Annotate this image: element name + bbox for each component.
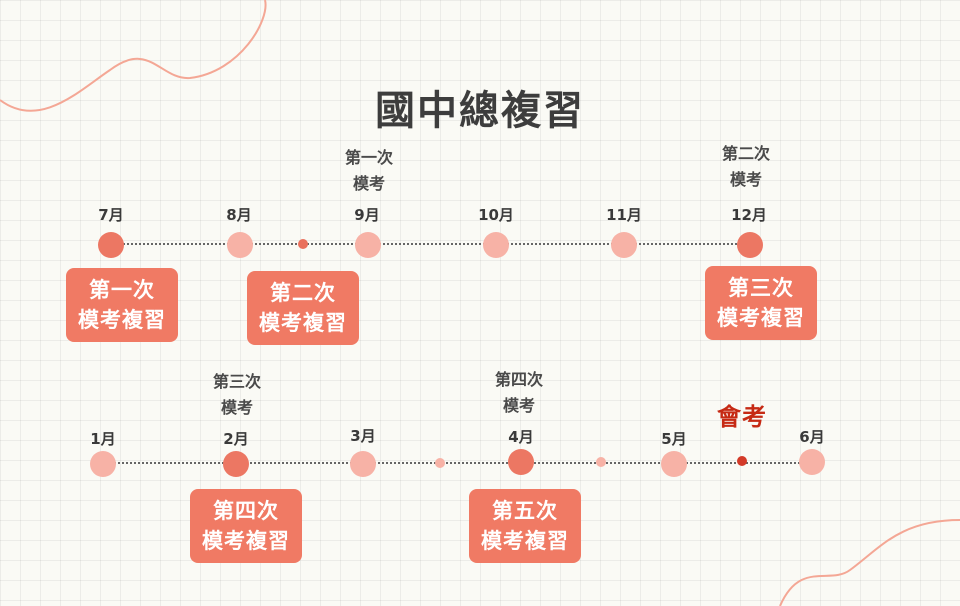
month-label: 4月 [508,428,534,446]
timeline-node [611,232,637,258]
review-card: 第四次 模考複習 [190,489,302,563]
review-card-line: 第三次 [728,276,794,300]
month-label: 9月 [354,206,380,224]
timeline-line-1 [111,243,749,245]
exam-label-line: 第四次 [494,370,543,389]
month-label: 11月 [606,206,642,224]
timeline-node [799,449,825,475]
exam-label-line: 第二次 [721,144,770,163]
review-card: 第二次 模考複習 [247,271,359,345]
timeline-node [737,232,763,258]
exam-label-line: 模考 [220,398,253,417]
timeline-node [90,451,116,477]
exam-label-line: 模考 [352,174,385,193]
exam-label: 第一次 模考 [324,145,414,197]
exam-label: 第二次 模考 [701,141,791,193]
exam-label-line: 第一次 [344,148,393,167]
review-card-line: 模考複習 [78,308,166,332]
review-card-line: 第四次 [213,499,279,523]
month-label: 3月 [350,427,376,445]
review-card: 第三次 模考複習 [705,266,817,340]
timeline-node [350,451,376,477]
timeline-mini-node [298,239,308,249]
review-card-line: 模考複習 [481,529,569,553]
review-card-line: 第五次 [492,499,558,523]
month-label: 1月 [90,430,116,448]
review-card-line: 第二次 [270,281,336,305]
timeline-mini-node [435,458,445,468]
exam-label: 第四次 模考 [474,367,564,419]
timeline-node [98,232,124,258]
review-card-line: 模考複習 [717,306,805,330]
review-card: 第一次 模考複習 [66,268,178,342]
timeline-node [508,449,534,475]
exam-label: 第三次 模考 [192,369,282,421]
review-card-line: 模考複習 [202,529,290,553]
exam-label-line: 模考 [729,170,762,189]
month-label: 8月 [226,206,252,224]
timeline-line-2 [103,462,811,464]
timeline-mini-node [737,456,747,466]
timeline-node [661,451,687,477]
timeline-node [227,232,253,258]
month-label: 10月 [478,206,514,224]
exam-label-line: 第三次 [212,372,261,391]
page-title: 國中總複習 [375,88,585,134]
month-label: 12月 [731,206,767,224]
month-label: 6月 [799,428,825,446]
review-card: 第五次 模考複習 [469,489,581,563]
exam-label-line: 模考 [502,396,535,415]
review-card-line: 模考複習 [259,311,347,335]
review-card-line: 第一次 [89,278,155,302]
timeline-node [483,232,509,258]
timeline-node [223,451,249,477]
month-label: 5月 [661,430,687,448]
month-label: 2月 [223,430,249,448]
timeline-node [355,232,381,258]
month-label: 7月 [98,206,124,224]
timeline-mini-node [596,457,606,467]
final-exam-label: 會考 [717,403,767,431]
